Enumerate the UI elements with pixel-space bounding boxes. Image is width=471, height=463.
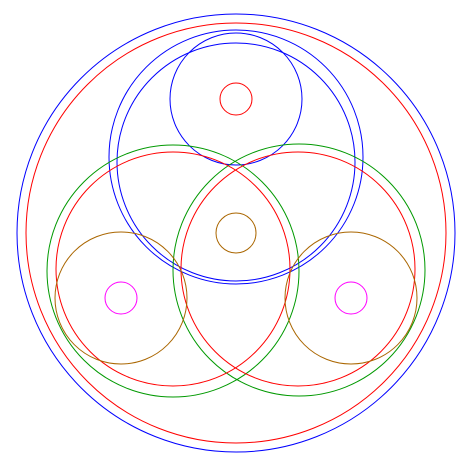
- left-red-circle: [55, 151, 291, 387]
- upper-blue-outer-circle: [108, 29, 364, 285]
- right-green-circle: [172, 143, 426, 397]
- top-blue-circle: [169, 32, 303, 166]
- left-magenta-dot: [104, 281, 138, 315]
- center-brown-circle: [215, 212, 257, 254]
- left-green-circle: [46, 144, 300, 398]
- right-red-circle: [180, 151, 416, 387]
- top-red-dot: [219, 82, 253, 116]
- outer-blue-circle: [16, 13, 456, 453]
- left-brown-circle: [54, 231, 188, 365]
- right-magenta-dot: [334, 281, 368, 315]
- right-brown-circle: [284, 231, 418, 365]
- outer-red-circle: [25, 22, 447, 444]
- upper-blue-inner-circle: [116, 42, 356, 282]
